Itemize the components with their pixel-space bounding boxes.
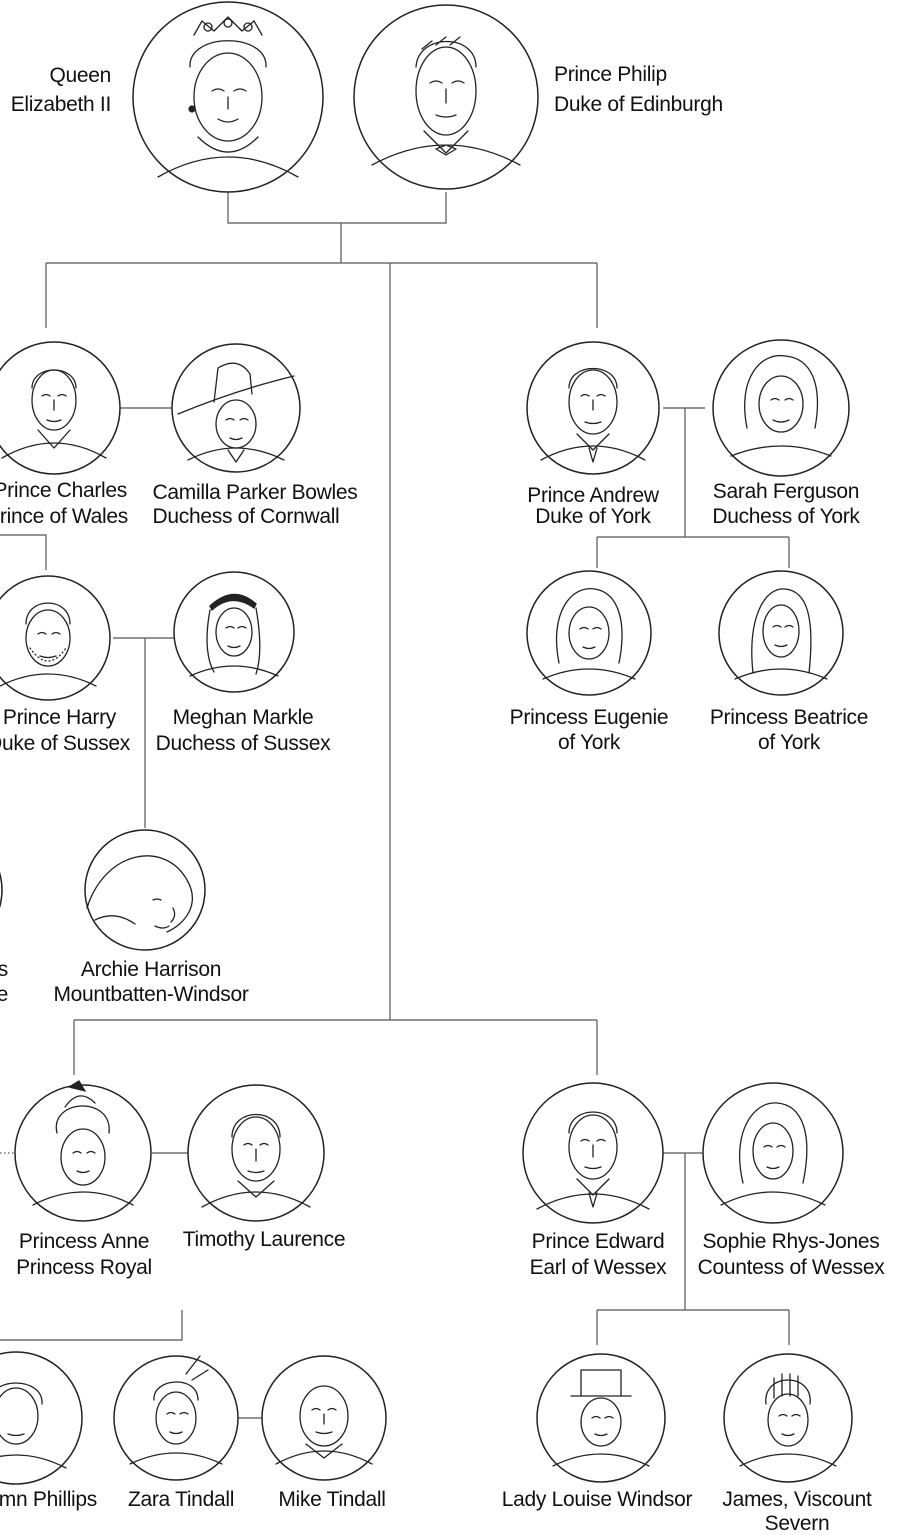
portrait-louise: [536, 1353, 666, 1483]
label-queen-2: Elizabeth II: [11, 93, 111, 116]
label-sarah-2: Duchess of York: [712, 505, 860, 528]
connector-lines: [0, 192, 790, 1419]
label-sarah-1: Sarah Ferguson: [713, 480, 859, 503]
portrait-james: [723, 1353, 853, 1483]
label-beatrice-1: Princess Beatrice: [710, 706, 868, 729]
label-andrew-2: Duke of York: [535, 505, 651, 528]
connector-queen-philip: [227, 192, 447, 224]
label-philip-1: Prince Philip: [554, 63, 667, 86]
label-james-1: James, Viscount: [722, 1488, 872, 1511]
label-queen-1: Queen: [49, 64, 111, 87]
portrait-eugenie: [526, 570, 652, 696]
portrait-beatrice: [718, 570, 844, 696]
portrait-cutoff-left: [0, 871, 3, 909]
label-andrew-1: Prince Andrew: [527, 484, 660, 507]
connector-anne-children: [0, 1310, 183, 1341]
label-archie-2: Mountbatten-Windsor: [53, 983, 248, 1006]
label-mike: Mike Tindall: [278, 1488, 385, 1511]
label-cutoff-left-2: e: [0, 983, 8, 1006]
label-sophie-1: Sophie Rhys-Jones: [703, 1230, 880, 1253]
label-meghan-2: Duchess of Sussex: [156, 732, 331, 755]
portrait-queen: [132, 1, 324, 193]
label-charles-2: Prince of Wales: [0, 505, 128, 528]
portrait-zara: [113, 1355, 239, 1481]
label-archie-1: Archie Harrison: [81, 958, 221, 981]
label-james-2: Severn: [765, 1512, 830, 1535]
label-beatrice-2: of York: [758, 731, 821, 754]
label-meghan-1: Meghan Markle: [173, 706, 314, 729]
portrait-philip: [353, 4, 539, 190]
labels: Queen Elizabeth II Prince Philip Duke of…: [0, 63, 885, 1535]
portrait-andrew: [526, 341, 660, 475]
label-zara: Zara Tindall: [128, 1488, 234, 1511]
label-camilla-1: Camilla Parker Bowles: [153, 481, 358, 504]
label-charles-1: Prince Charles: [0, 479, 127, 502]
label-timothy-1: Timothy Laurence: [183, 1228, 346, 1251]
portrait-autumn: [0, 1351, 83, 1485]
portrait-anne: [14, 1080, 152, 1222]
label-cutoff-left-1: s: [0, 958, 8, 981]
portrait-mike: [261, 1355, 387, 1481]
label-anne-2: Princess Royal: [16, 1256, 152, 1279]
portrait-charles: [0, 341, 121, 475]
label-harry-2: Duke of Sussex: [0, 732, 131, 755]
portrait-harry: [0, 575, 111, 701]
portrait-timothy: [187, 1084, 325, 1222]
portrait-edward: [522, 1082, 664, 1224]
label-eugenie-2: of York: [558, 731, 621, 754]
portrait-camilla: [171, 343, 301, 473]
label-eugenie-1: Princess Eugenie: [510, 706, 669, 729]
connector-charles-children: [0, 534, 47, 570]
portrait-archie: [84, 829, 206, 951]
label-anne-1: Princess Anne: [19, 1230, 149, 1253]
label-harry-1: Prince Harry: [3, 706, 117, 729]
portrait-sophie: [702, 1082, 844, 1224]
portrait-meghan: [173, 571, 295, 693]
portrait-sarah: [712, 339, 850, 477]
label-camilla-2: Duchess of Cornwall: [153, 505, 340, 528]
label-edward-1: Prince Edward: [532, 1230, 665, 1253]
label-louise: Lady Louise Windsor: [502, 1488, 693, 1511]
label-sophie-2: Countess of Wessex: [698, 1256, 886, 1279]
label-edward-2: Earl of Wessex: [530, 1256, 667, 1279]
label-autumn: mn Phillips: [0, 1488, 97, 1511]
label-philip-2: Duke of Edinburgh: [554, 93, 723, 116]
